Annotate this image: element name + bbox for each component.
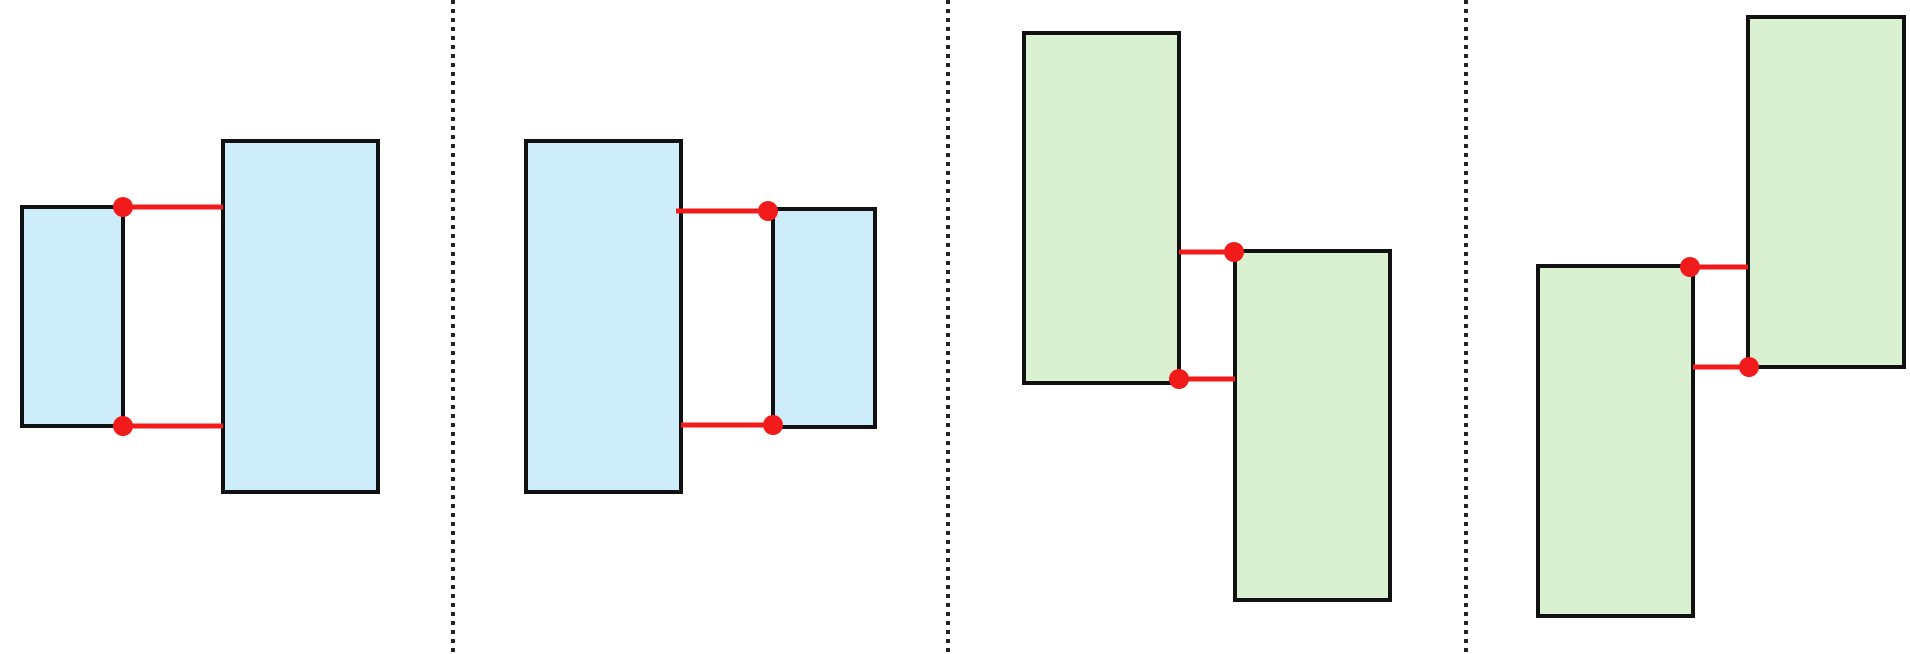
panel-1-dot-bottom (113, 416, 133, 436)
panel-2 (524, 139, 877, 494)
panel-2-large-box (524, 139, 683, 494)
panel-4 (1536, 15, 1906, 618)
panel-1-dot-top (113, 197, 133, 217)
panel-4-upper-box (1746, 15, 1906, 369)
panel-4-dot-top (1680, 257, 1700, 277)
panel-1-small-box (20, 205, 125, 428)
panel-4-dot-bottom (1739, 357, 1759, 377)
panel-3-lower-box (1233, 249, 1392, 602)
panel-4-lower-box (1536, 264, 1695, 618)
panel-3 (1022, 31, 1392, 602)
panel-3-dot-top (1224, 242, 1244, 262)
panel-3-dot-bottom (1169, 369, 1189, 389)
panel-2-dot-top (758, 201, 778, 221)
panel-1 (20, 139, 380, 494)
panel-3-upper-box (1022, 31, 1181, 385)
panel-2-dot-bottom (763, 415, 783, 435)
panel-2-small-box (771, 207, 877, 429)
panel-1-large-box (221, 139, 380, 494)
